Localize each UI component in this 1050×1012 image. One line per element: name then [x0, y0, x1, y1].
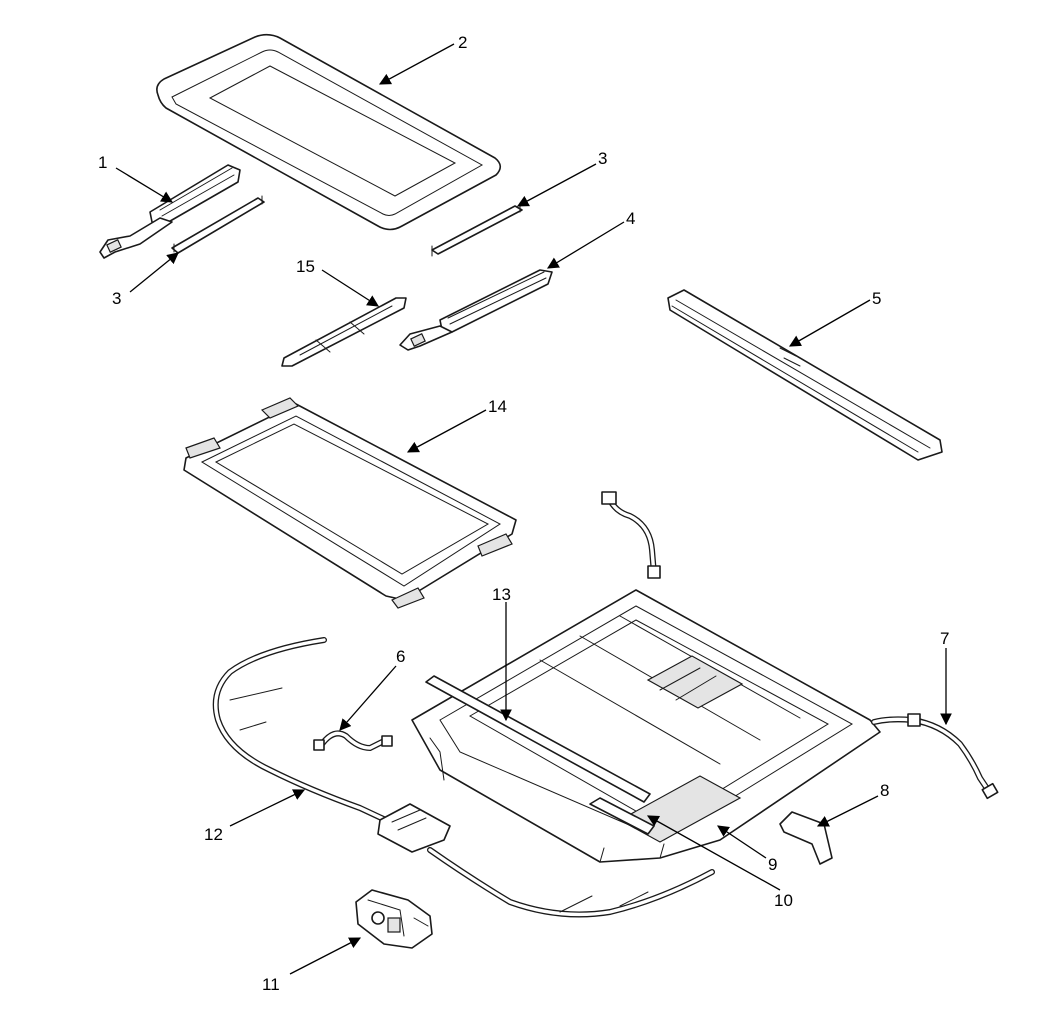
right-drain-hose — [871, 713, 999, 800]
callout-11: 11 — [262, 975, 280, 994]
front-drain-hose — [313, 730, 393, 752]
callout-14: 14 — [488, 397, 507, 416]
callout-12: 12 — [204, 825, 223, 844]
callout-2: 2 — [458, 33, 467, 52]
callout-8: 8 — [880, 781, 889, 800]
sunroof-motor — [355, 889, 433, 949]
left-thin-rail — [171, 195, 265, 254]
bracket — [779, 811, 833, 865]
sunshade-frame — [183, 397, 517, 609]
center-guide — [281, 297, 407, 367]
callout-3-left: 3 — [112, 289, 121, 308]
callout-6: 6 — [396, 647, 405, 666]
right-guide-rail — [399, 269, 553, 351]
front-drain-channel — [425, 675, 651, 803]
callout-1: 1 — [98, 153, 107, 172]
callout-9: 9 — [768, 855, 777, 874]
callout-13: 13 — [492, 585, 511, 604]
callout-3-right: 3 — [598, 149, 607, 168]
callout-15: 15 — [296, 257, 315, 276]
rear-drain-hose — [601, 491, 661, 579]
left-guide-rail — [99, 164, 241, 259]
callout-10: 10 — [774, 891, 793, 910]
right-thin-rail — [431, 202, 523, 257]
glass-panel — [156, 33, 502, 231]
sunroof-frame — [411, 589, 881, 863]
callout-5: 5 — [872, 289, 881, 308]
drive-cable-assembly — [212, 637, 715, 918]
callout-7: 7 — [940, 629, 949, 648]
front-deflector — [667, 289, 943, 461]
callout-4: 4 — [626, 209, 635, 228]
